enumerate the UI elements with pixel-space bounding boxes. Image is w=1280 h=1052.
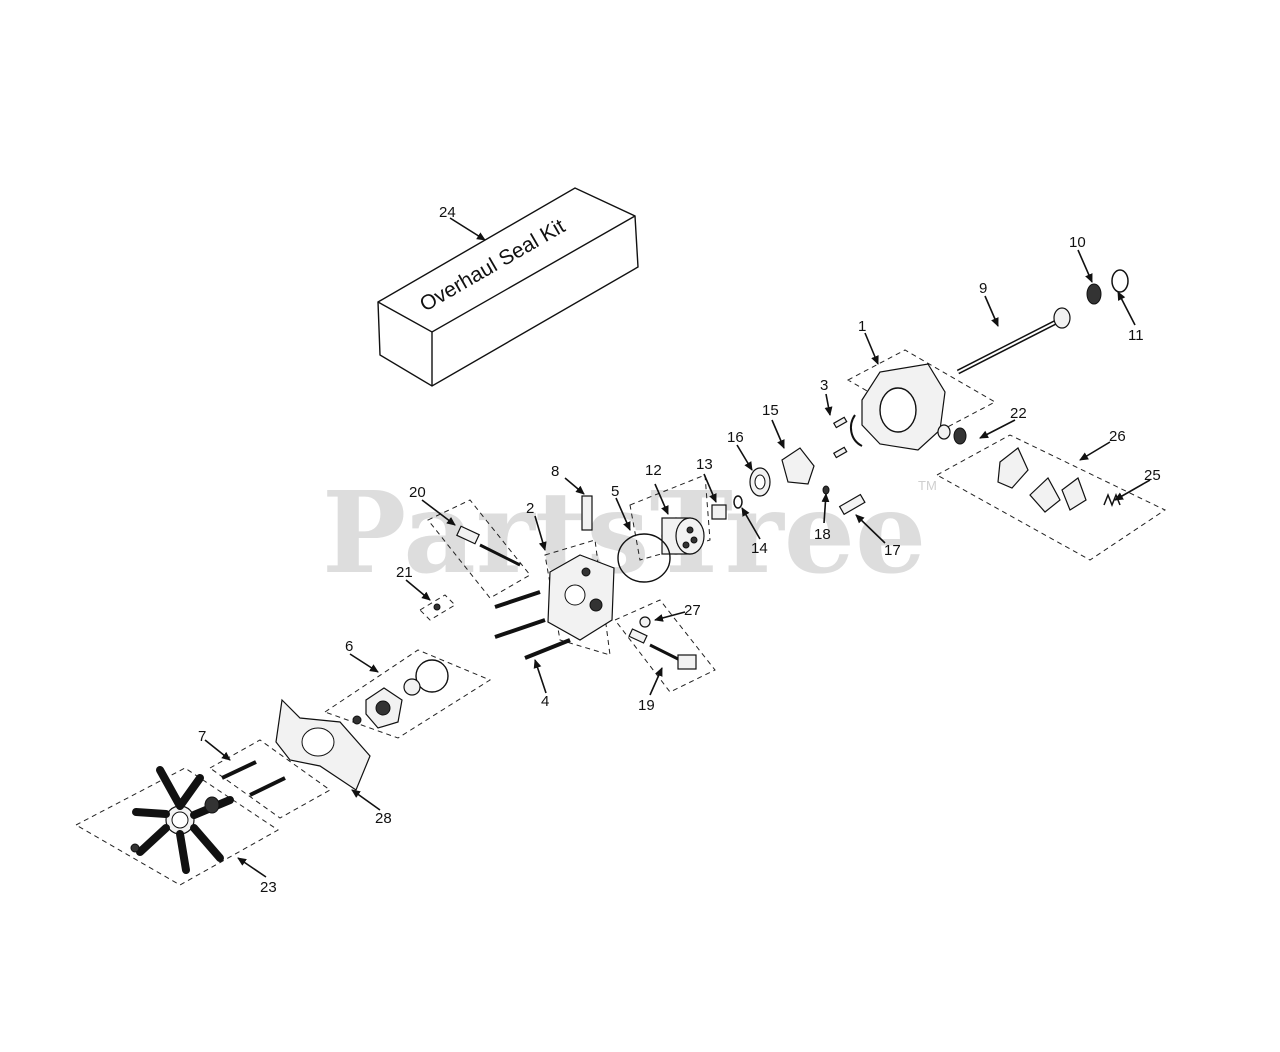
callout-18: 18: [814, 526, 831, 543]
callout-7: 7: [198, 728, 206, 745]
fan-bracket-part-28: [275, 698, 371, 791]
callout-16: 16: [727, 429, 744, 446]
group-outlines: [74, 349, 1167, 886]
swashplate-part-15: [781, 447, 815, 485]
plug-part-27: [639, 616, 651, 628]
overhaul-seal-kit-box: Overhaul Seal Kit: [377, 187, 639, 387]
charge-pump-part-6: [352, 659, 449, 729]
callout-11: 11: [1128, 327, 1144, 344]
plug-part-21: [433, 603, 441, 611]
callout-21: 21: [396, 564, 413, 581]
bypass-valve-part-19: [628, 628, 697, 670]
callout-1: 1: [858, 318, 866, 335]
callout-23: 23: [260, 879, 277, 896]
callout-8: 8: [551, 463, 559, 480]
watermark-trademark: TM: [918, 478, 937, 493]
callout-15: 15: [762, 402, 779, 419]
gasket-part-5: [617, 533, 671, 583]
callout-14: 14: [751, 540, 768, 557]
callout-10: 10: [1069, 234, 1086, 251]
pin-part-3: [832, 416, 848, 429]
callout-25: 25: [1144, 467, 1161, 484]
callout-22: 22: [1010, 405, 1027, 422]
bushing-part-22b: [937, 424, 951, 440]
callout-27: 27: [684, 602, 701, 619]
callout-24: 24: [439, 204, 456, 221]
callout-20: 20: [409, 484, 426, 501]
callout-28: 28: [375, 810, 392, 827]
callout-5: 5: [611, 483, 619, 500]
callout-6: 6: [345, 638, 353, 655]
callout-13: 13: [696, 456, 713, 473]
shaft-part-9: [956, 307, 1071, 375]
check-valve-part-20: [456, 525, 521, 567]
cooling-fan-part-23: [130, 766, 234, 874]
control-arm-part-26: [997, 447, 1087, 513]
bearing-part-10: [1086, 283, 1102, 305]
retaining-ring-part-11: [1111, 269, 1129, 293]
center-section-part-2: [547, 554, 615, 641]
seal-part-22: [953, 427, 967, 445]
callout-4: 4: [541, 693, 549, 710]
callout-26: 26: [1109, 428, 1126, 445]
callout-labels: 24 1 2 3 4 5 6 7 8 9 10 11 12 13 14 15 1…: [198, 204, 1161, 896]
thrust-bearing-inner: [754, 474, 766, 490]
washer-part-18: [822, 485, 830, 495]
callout-17: 17: [884, 542, 901, 559]
cylinder-block-part-12: [661, 517, 705, 555]
pin-part-3b: [832, 446, 848, 459]
bolts-part-4: [494, 590, 571, 660]
callout-2: 2: [526, 500, 534, 517]
callout-9: 9: [979, 280, 987, 297]
ring-part-14: [733, 495, 743, 509]
housing-part-1: [849, 363, 946, 451]
valve-part-8: [581, 495, 593, 531]
callout-arrows: [204, 217, 1151, 878]
callout-12: 12: [645, 462, 662, 479]
callout-3: 3: [820, 377, 828, 394]
trunnion-part-17: [838, 493, 866, 516]
spring-part-25: [1103, 492, 1121, 508]
spring-part-13: [711, 504, 727, 520]
callout-19: 19: [638, 697, 655, 714]
fan-bolts-part-7: [221, 760, 286, 797]
